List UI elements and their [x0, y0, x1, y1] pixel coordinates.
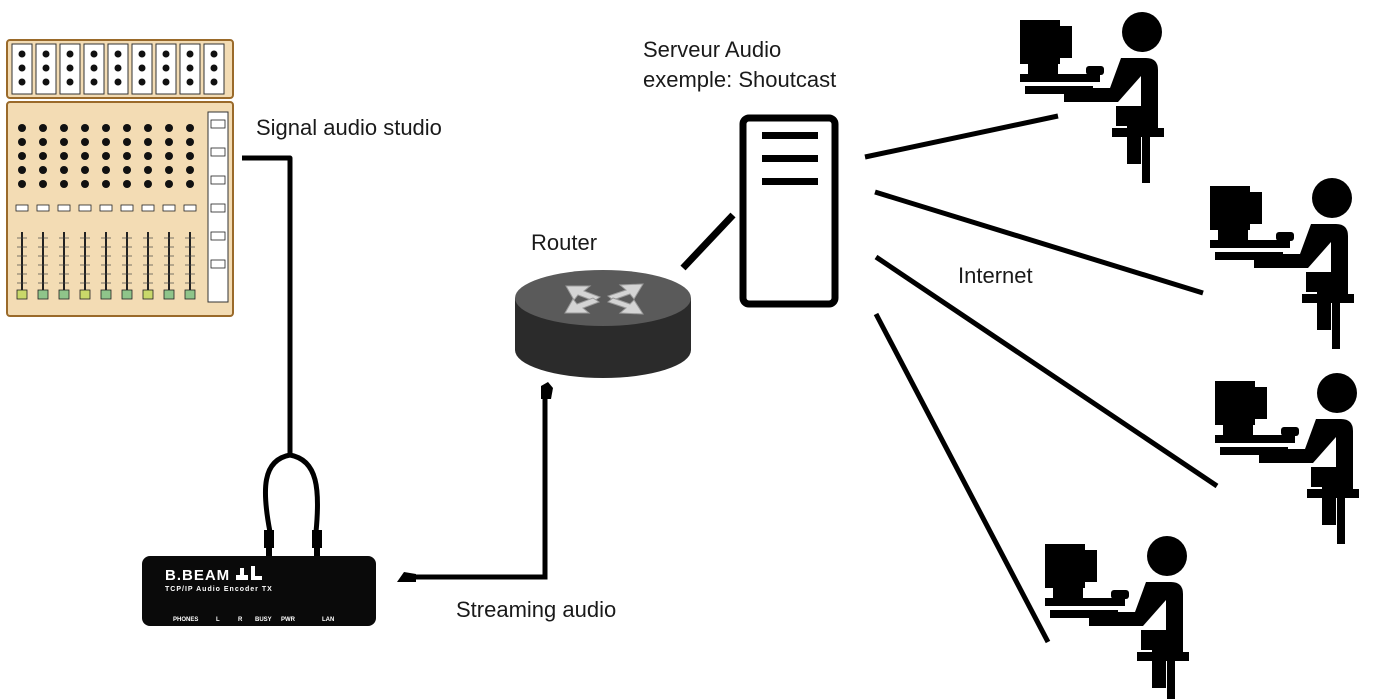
streaming-audio-label: Streaming audio — [456, 597, 617, 622]
router-arrows-icon — [564, 283, 644, 315]
encoder-model: TCP/IP Audio Encoder TX — [165, 586, 273, 593]
port-r: R — [238, 617, 243, 623]
mixing-console-icon — [6, 39, 234, 317]
router-icon — [515, 270, 691, 378]
port-busy: BUSY — [255, 617, 272, 623]
listener-computer-icon — [1045, 536, 1189, 699]
lan-plug-router — [541, 382, 553, 399]
router-label: Router — [531, 230, 598, 255]
listener-computer-icon — [1210, 178, 1354, 349]
signal-cable — [242, 155, 321, 533]
router-server-link — [680, 212, 736, 271]
encoder-logo-icon — [236, 566, 262, 580]
internet-label: Internet — [958, 263, 1033, 288]
port-lan: LAN — [322, 617, 334, 623]
signal-audio-label: Signal audio studio — [256, 115, 442, 140]
streaming-cable — [412, 396, 548, 580]
encoder-brand: B.BEAM — [165, 567, 230, 584]
port-pwr: PWR — [281, 617, 296, 623]
internet-links — [864, 113, 1219, 644]
encoder-device-icon: B.BEAM TCP/IP Audio Encoder TX PHONES L … — [142, 556, 376, 626]
listener-computer-icon — [1215, 373, 1359, 544]
server-label-line2: exemple: Shoutcast — [643, 67, 837, 92]
server-label-line1: Serveur Audio — [643, 37, 782, 62]
listener-computer-icon — [1020, 12, 1164, 183]
lan-plug-encoder — [397, 572, 416, 582]
plug-left — [264, 530, 274, 556]
port-phones: PHONES — [173, 617, 198, 623]
port-l: L — [216, 617, 220, 623]
plug-right — [312, 530, 322, 556]
server-tower-icon — [739, 114, 839, 308]
